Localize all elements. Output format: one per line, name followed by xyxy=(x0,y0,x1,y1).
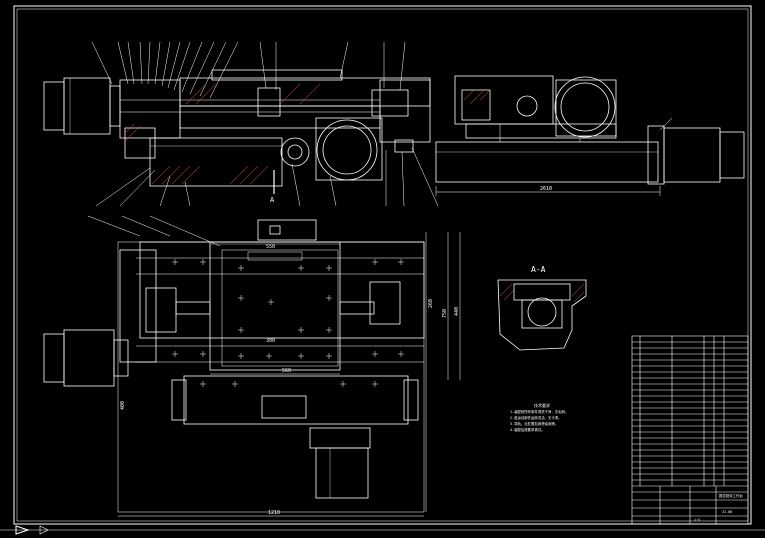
parts-list-table xyxy=(631,335,749,525)
section-hatching xyxy=(123,83,321,185)
note-line: 1.装配前所有零件清洗干净，去毛刺。 xyxy=(510,409,568,414)
note-line: 2.各运动部件运转灵活，无卡滞。 xyxy=(510,415,562,420)
drawing-title: 数控铣床工作台 xyxy=(719,493,743,498)
note-line: 3.导轨、丝杠需加润滑油润滑。 xyxy=(510,421,558,426)
table-length-dimension: 300 xyxy=(266,338,275,344)
height-dimension-c: 260 xyxy=(428,299,434,308)
section-a-a-label: A-A xyxy=(531,265,546,274)
motor-dimension: 400 xyxy=(120,401,126,410)
cut-marker-label: A xyxy=(270,196,275,204)
drawing-frame xyxy=(0,5,765,535)
lower-width-dimension: 560 xyxy=(282,368,291,374)
plan-view xyxy=(43,215,461,517)
section-a-a xyxy=(497,279,587,351)
side-view-hatching xyxy=(463,89,491,105)
side-length-dimension: 2610 xyxy=(540,186,552,192)
note-line: 4.装配后按要求调试。 xyxy=(510,427,545,432)
technical-notes: 技术要求 1.装配前所有零件清洗干净，去毛刺。 2.各运动部件运转灵活，无卡滞。… xyxy=(510,402,568,432)
height-dimension-b: 440 xyxy=(454,307,460,316)
top-width-dimension: 550 xyxy=(266,244,275,250)
base-width-dimension: 1210 xyxy=(268,510,280,516)
height-dimension-a: 750 xyxy=(442,309,448,318)
section-a-a-hatching xyxy=(499,283,585,303)
front-section-view xyxy=(43,41,439,207)
drawing-number: ZJ-00 xyxy=(722,510,732,514)
side-view xyxy=(435,75,745,196)
notes-title: 技术要求 xyxy=(534,402,550,408)
plan-bolt-marks xyxy=(172,259,404,387)
drawing-scale: 1:5 xyxy=(694,518,700,522)
